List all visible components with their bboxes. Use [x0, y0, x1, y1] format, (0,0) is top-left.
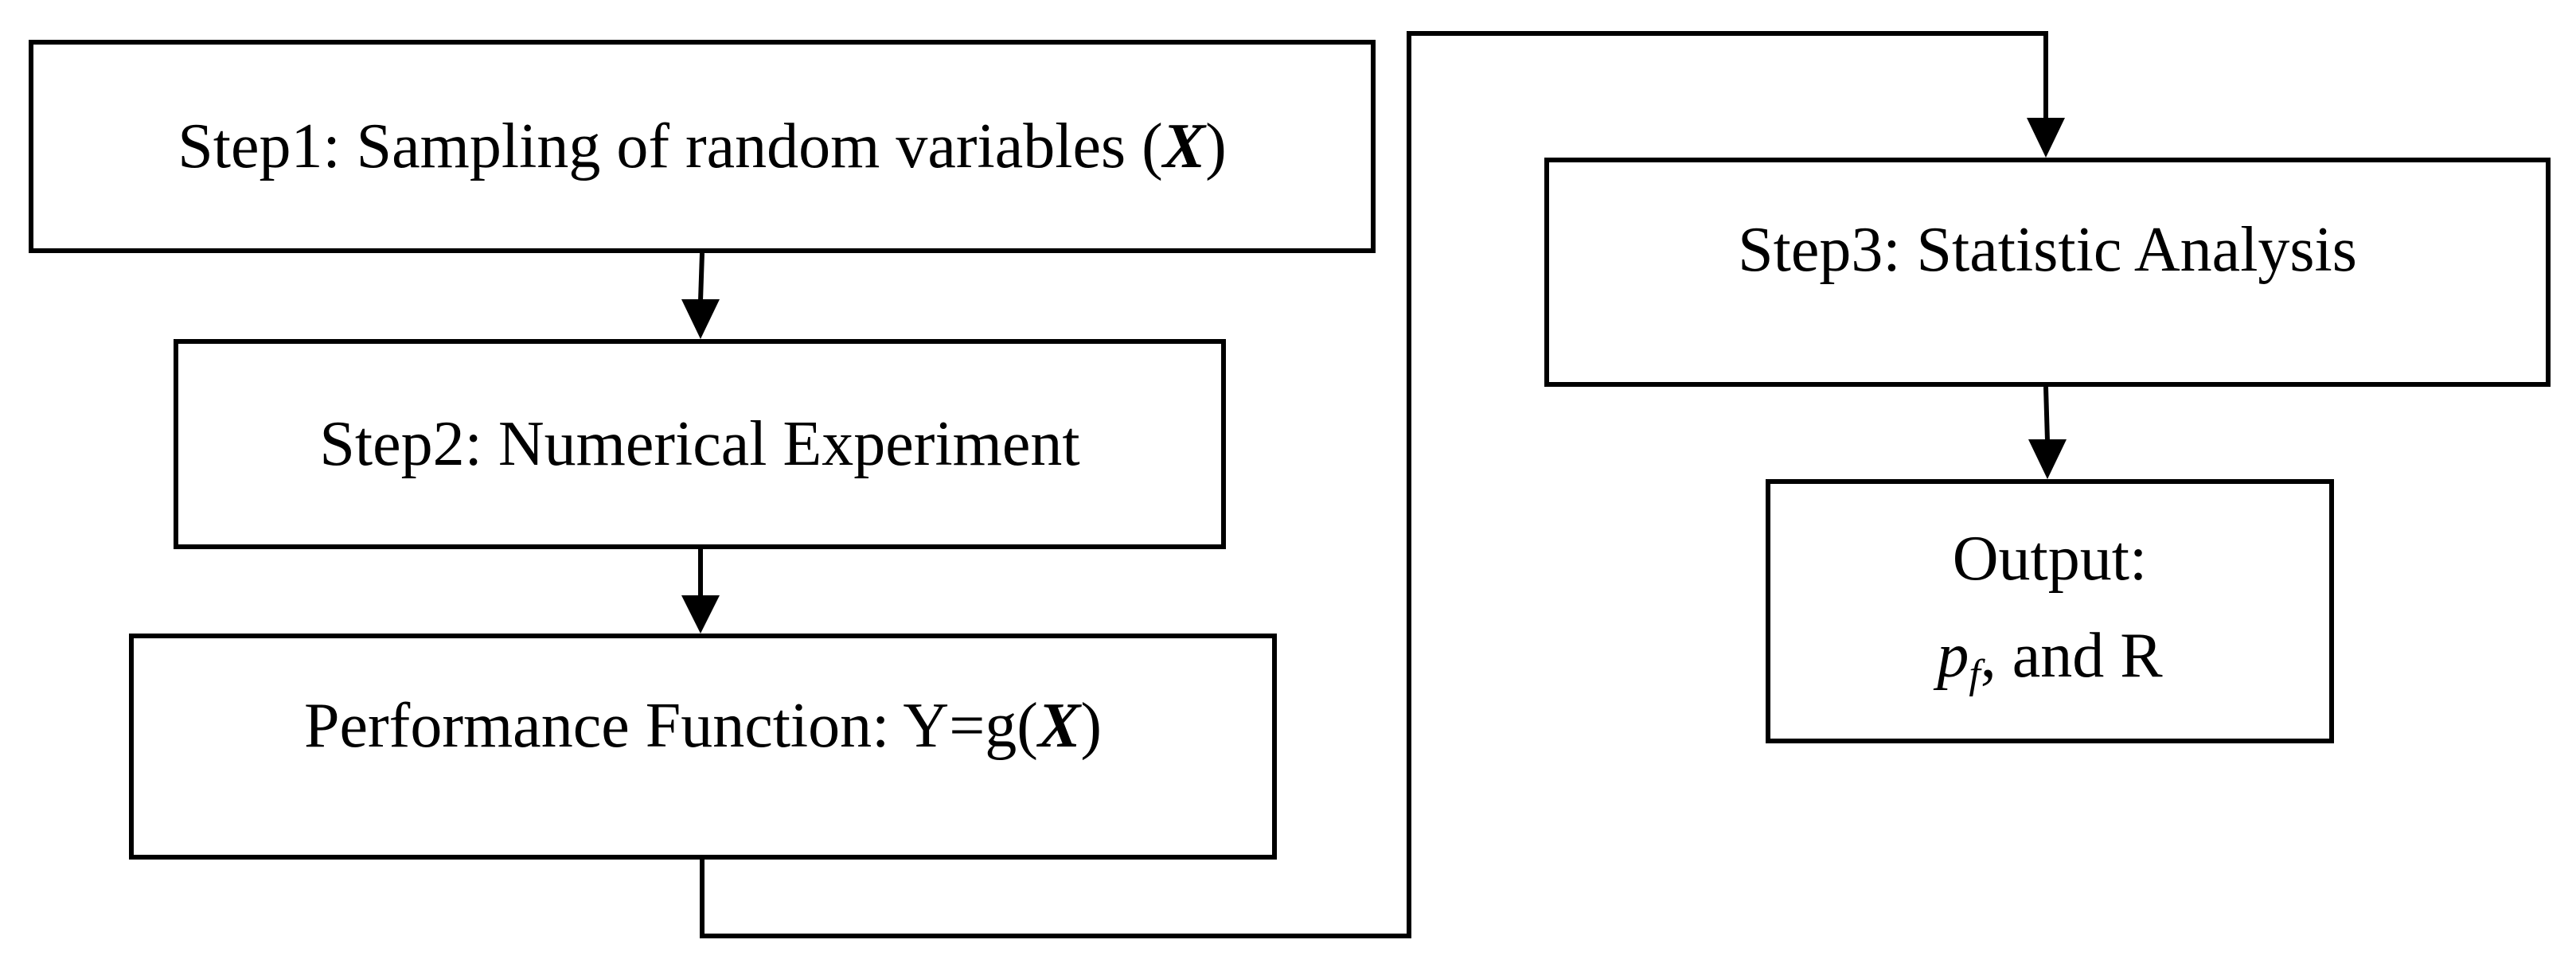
performance-function-label: Performance Function: Y=g(X): [304, 694, 1102, 758]
performance-variable: X: [1037, 691, 1081, 761]
performance-text: Performance Function: Y=g(: [304, 691, 1038, 761]
step2-label: Step2: Numerical Experiment: [319, 409, 1080, 479]
arrow-step1-to-step2: [698, 252, 704, 302]
step1-box: Step1: Sampling of random variables (X): [29, 40, 1376, 253]
step1-text: Step1: Sampling of random variables (: [178, 111, 1163, 181]
step3-box: Step3: Statistic Analysis: [1544, 158, 2551, 387]
step1-text-end: ): [1205, 111, 1227, 181]
output-box: Output: pf, and R: [1766, 479, 2334, 743]
performance-text-end: ): [1080, 691, 1102, 761]
arrowhead-perf: [681, 595, 720, 634]
arrowhead-step3: [2027, 118, 2065, 158]
step1-variable: X: [1162, 111, 1206, 181]
step2-box: Step2: Numerical Experiment: [174, 339, 1226, 549]
performance-function-box: Performance Function: Y=g(X): [129, 634, 1277, 860]
step1-label: Step1: Sampling of random variables (X): [178, 115, 1227, 178]
arrowhead-output: [2028, 439, 2067, 479]
pf-symbol: p: [1937, 621, 1969, 691]
arrowhead-step2: [681, 299, 720, 339]
output-rest-text: , and R: [1980, 621, 2163, 691]
arrow-step3-to-output: [2043, 386, 2050, 442]
pf-subscript: f: [1969, 652, 1981, 697]
connector-perf-to-step3: [700, 31, 2048, 938]
output-title: Output:: [1952, 524, 2148, 594]
output-values: pf, and R: [1937, 624, 2162, 696]
step3-label: Step3: Statistic Analysis: [1738, 215, 2357, 285]
